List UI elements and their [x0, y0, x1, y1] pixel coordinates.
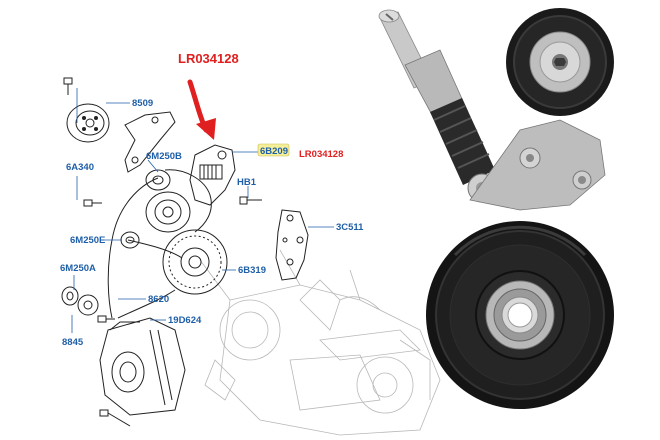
label-hb1: HB1 — [237, 177, 257, 188]
bolt-bottom — [99, 409, 131, 427]
bolt-hb1 — [239, 196, 262, 205]
label-6b319: 6B319 — [238, 265, 266, 276]
belt-tensioner-photo — [378, 8, 614, 211]
label-6a340: 6A340 — [66, 162, 94, 173]
label-8620: 8620 — [148, 294, 169, 305]
compressor-19d624 — [99, 317, 186, 416]
gear-6b319 — [162, 229, 228, 295]
engine-ghost-drawing — [199, 249, 441, 436]
label-8845: 8845 — [62, 337, 84, 348]
label-6b209: 6B209 — [260, 146, 288, 157]
idler-pulley-6m250b — [145, 169, 171, 191]
bracket-3c511 — [275, 209, 309, 281]
bolt-top — [63, 77, 73, 95]
bolt-6a340 — [83, 199, 102, 207]
label-19d624: 19D624 — [168, 315, 202, 326]
label-6b209-ref: LR034128 — [299, 149, 343, 160]
callout-arrow — [187, 79, 216, 140]
label-6m250b: 6M250B — [146, 151, 182, 162]
idler-pulley-photo — [426, 221, 614, 409]
label-3c511: 3C511 — [336, 222, 364, 233]
highlight-6b209 — [257, 143, 290, 157]
bracket-8509 — [124, 111, 176, 173]
label-8509: 8509 — [132, 98, 153, 109]
pulley-8509 — [66, 103, 110, 143]
pulley-large-upper — [145, 191, 191, 233]
pulley-6m250a — [61, 286, 99, 316]
bolt-8845 — [97, 315, 115, 323]
leader-lines — [71, 88, 334, 333]
label-6m250a: 6M250A — [60, 263, 96, 274]
callout-part-number: LR034128 — [178, 51, 239, 66]
tensioner-6b209 — [189, 144, 236, 206]
label-6m250e: 6M250E — [70, 235, 105, 246]
